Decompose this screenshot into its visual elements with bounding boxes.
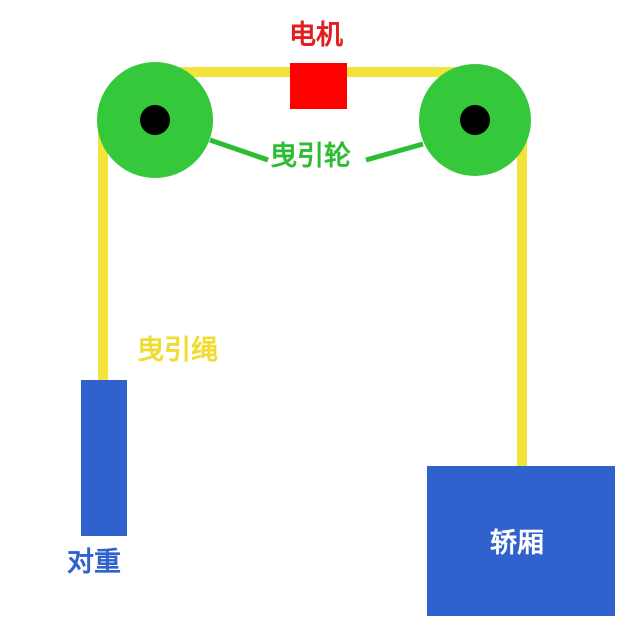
right-sheave-icon bbox=[419, 64, 531, 176]
sheave-pointer-left bbox=[209, 137, 269, 163]
counterweight-block bbox=[81, 380, 127, 536]
left-sheave-hub bbox=[140, 105, 170, 135]
counterweight-label: 对重 bbox=[67, 547, 121, 578]
motor-block bbox=[290, 63, 347, 109]
cabin-label: 轿厢 bbox=[490, 528, 544, 559]
motor-label: 电机 bbox=[289, 20, 343, 51]
right-sheave-hub bbox=[460, 105, 490, 135]
sheave-pointer-right bbox=[365, 141, 424, 163]
rope-label: 曳引绳 bbox=[137, 335, 218, 366]
sheave-label: 曳引轮 bbox=[270, 141, 351, 172]
left-sheave-icon bbox=[97, 62, 213, 178]
cabin-block bbox=[427, 466, 615, 616]
